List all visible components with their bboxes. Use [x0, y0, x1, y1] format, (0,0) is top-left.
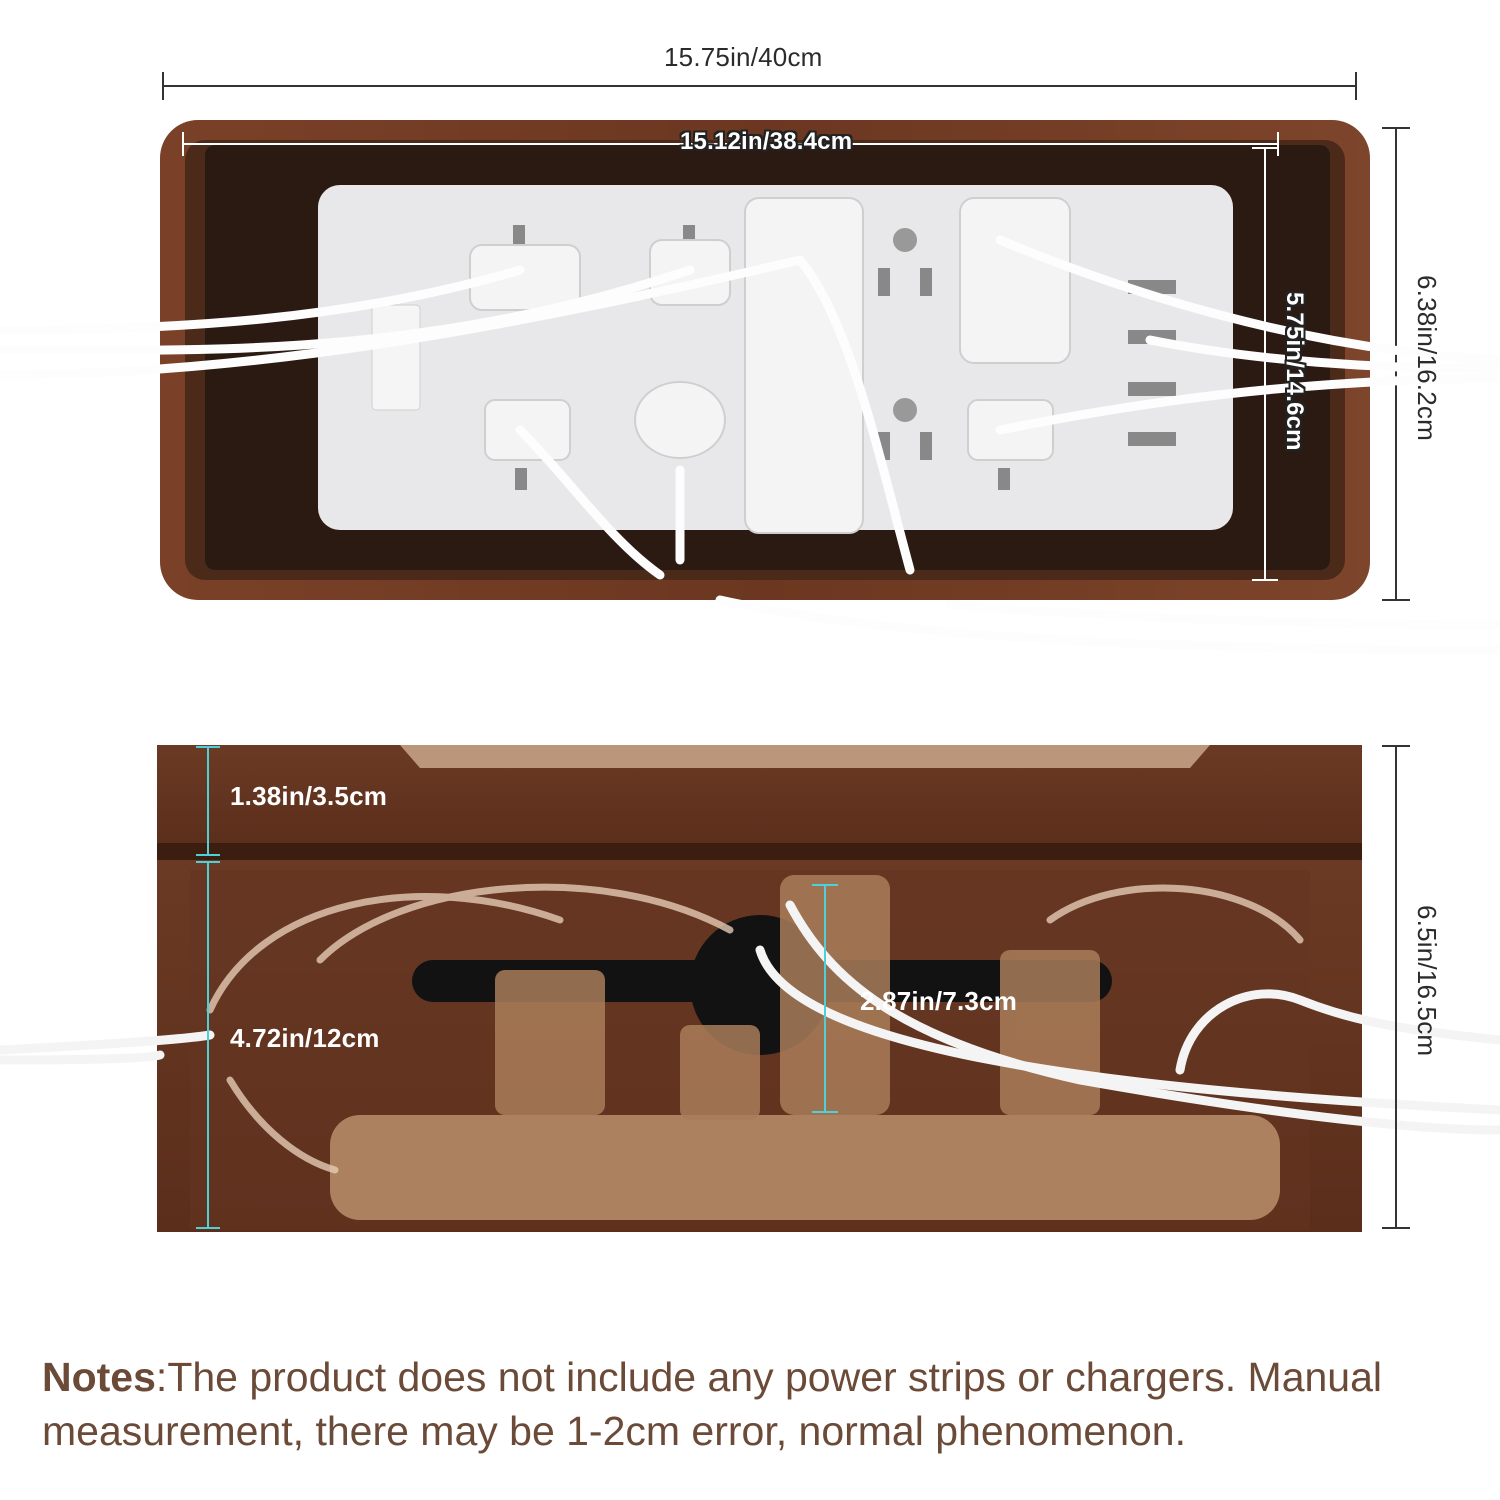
- cables-top: [0, 235, 1500, 655]
- inner-length-measure: [182, 132, 1279, 156]
- notes-label: Notes: [42, 1354, 156, 1400]
- lid-height-label: 1.38in/3.5cm: [230, 781, 388, 811]
- outer-length-measure: [162, 72, 1357, 100]
- outer-length-label: 15.75in/40cm: [664, 42, 823, 72]
- total-height-measure: [1382, 745, 1410, 1229]
- inner-width-label: 5.75in/14.6cm: [1281, 292, 1308, 451]
- top-view: [0, 72, 1500, 655]
- notes-text: Notes:The product does not include any p…: [42, 1350, 1472, 1458]
- body-height-label: 4.72in/12cm: [230, 1023, 380, 1053]
- slot-height-label: 2.87in/7.3cm: [860, 986, 1018, 1016]
- cables-side: [0, 900, 1500, 1135]
- plugs: [469, 197, 1071, 534]
- cyan-measures: [196, 746, 838, 1229]
- inner-width-measure: [1252, 147, 1278, 581]
- outer-width-label: 6.38in/16.2cm: [1412, 275, 1442, 441]
- total-height-label: 6.5in/16.5cm: [1412, 905, 1442, 1057]
- ghost-power-strip: [330, 1115, 1280, 1220]
- inner-length-label: 15.12in/38.4cm: [680, 128, 853, 155]
- notes-body: :The product does not include any power …: [42, 1354, 1383, 1454]
- side-view: [0, 745, 1500, 1232]
